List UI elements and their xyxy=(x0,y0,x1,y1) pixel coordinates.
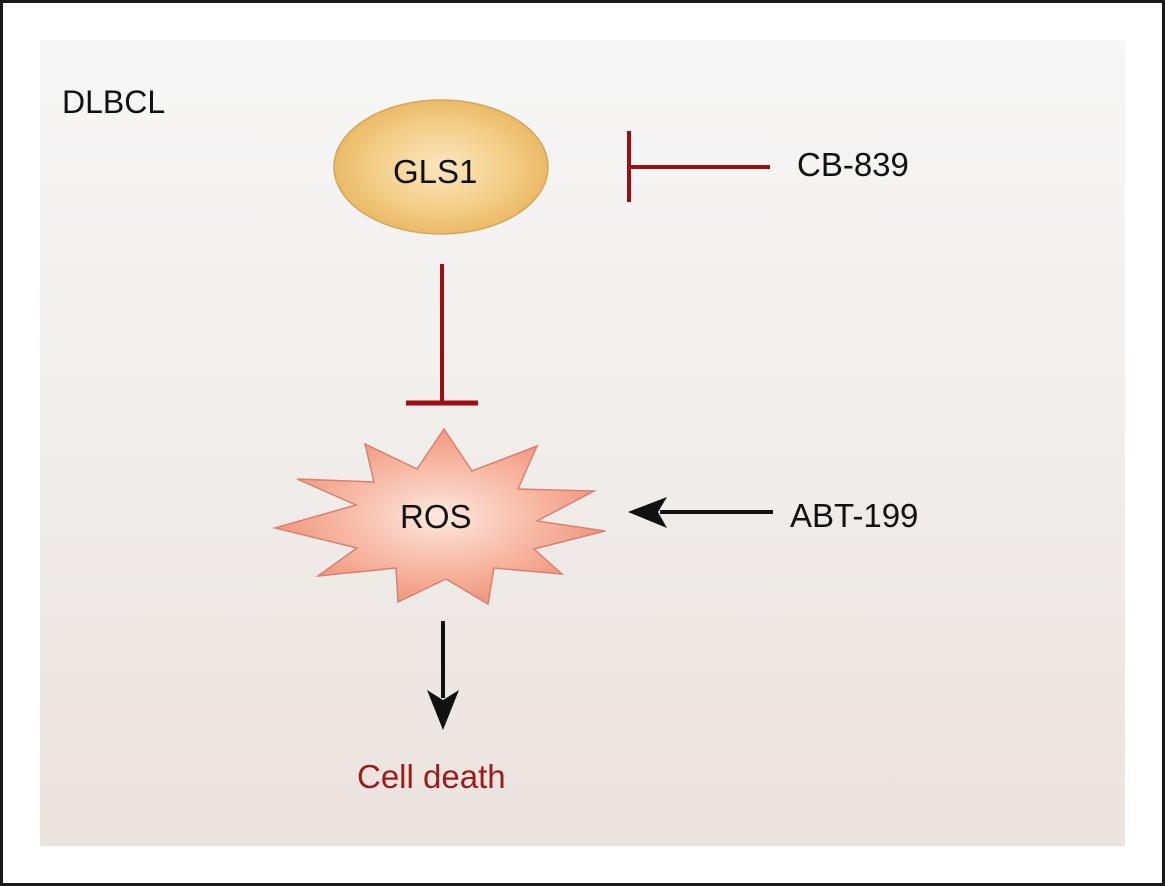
cb839-inhibition-edge xyxy=(627,131,770,202)
ros-node xyxy=(272,427,606,606)
abt199-label: ABT-199 xyxy=(790,497,919,534)
cb839-label: CB-839 xyxy=(797,146,909,183)
context-label: DLBCL xyxy=(62,84,166,120)
diagram-panel xyxy=(40,40,1125,846)
gls1-ros-inhibition-edge xyxy=(406,264,478,406)
cell-death-label: Cell death xyxy=(357,758,506,795)
gls1-label: GLS1 xyxy=(393,153,478,190)
gls1-node xyxy=(333,99,549,235)
ros-celldeath-activation-edge xyxy=(427,621,459,730)
ros-label: ROS xyxy=(400,498,472,535)
abt199-activation-edge xyxy=(628,497,773,528)
